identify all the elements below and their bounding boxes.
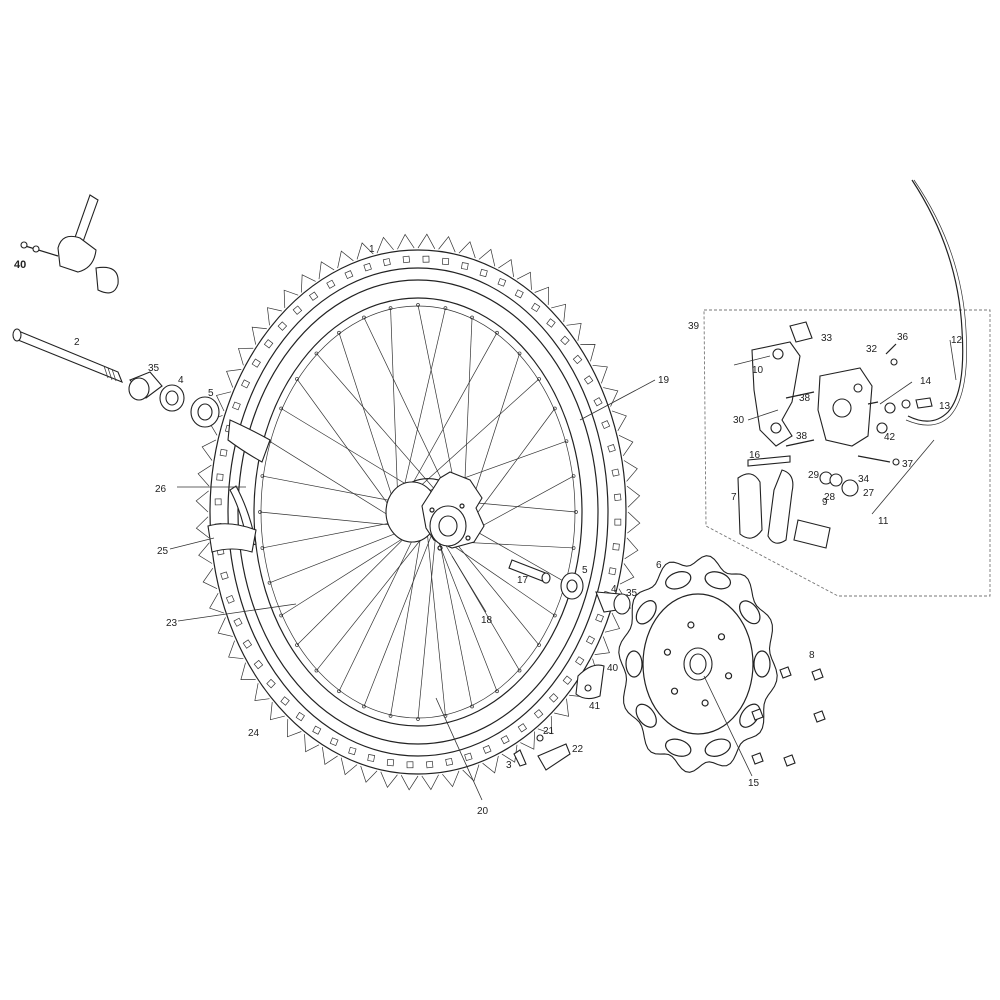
callout-14: 14: [920, 376, 932, 387]
caliper-group-box: [703, 309, 991, 597]
callout-1: 1: [369, 244, 375, 255]
brake-hose-fitting: [915, 397, 933, 409]
callout-15: 15: [748, 778, 760, 789]
axle: [12, 328, 123, 383]
callout-2: 2: [74, 337, 80, 348]
caliper-bracket: [751, 341, 801, 447]
callout-6: 6: [656, 560, 662, 571]
callout-9: 9: [822, 497, 828, 508]
callout-38-upper: 38: [799, 393, 811, 404]
brake-pads: [737, 455, 831, 549]
callout-16: 16: [749, 450, 761, 461]
callout-17: 17: [517, 575, 529, 586]
callout-29: 29: [808, 470, 820, 481]
callout-42: 42: [884, 432, 896, 443]
callout-21: 21: [543, 726, 555, 737]
callout-38-lower: 38: [796, 431, 808, 442]
callout-5-right: 5: [582, 565, 588, 576]
callout-4-right: 4: [611, 584, 617, 595]
valve-stem: [508, 559, 551, 584]
callout-13: 13: [939, 401, 951, 412]
axle-pinch-lever: [20, 194, 119, 294]
callout-19: 19: [658, 375, 670, 386]
callout-7: 7: [731, 492, 737, 503]
callout-33: 33: [821, 333, 833, 344]
callout-12: 12: [951, 335, 963, 346]
seal-left: [159, 384, 185, 412]
callout-30: 30: [733, 415, 745, 426]
hub: [385, 471, 485, 551]
callout-labels: 1 2 3 4 4 5 5 6 7 8 9 10 11 12 13 14 15 …: [14, 244, 963, 817]
callout-41: 41: [589, 701, 601, 712]
callout-4-left: 4: [178, 375, 184, 386]
caliper-bolts: [785, 321, 911, 466]
caliper-body: [817, 367, 873, 447]
callout-22: 22: [572, 744, 584, 755]
brake-disc: [618, 555, 778, 773]
callout-3: 3: [506, 760, 512, 771]
callout-28: 28: [824, 492, 836, 503]
callout-40-lower: 40: [607, 663, 619, 674]
callout-8: 8: [809, 650, 815, 661]
callout-18: 18: [481, 615, 493, 626]
callout-25: 25: [157, 546, 169, 557]
spoke-nipple-parts: [513, 734, 571, 771]
callout-37: 37: [902, 459, 914, 470]
disc-bolts: [751, 666, 826, 767]
callout-20: 20: [477, 806, 489, 817]
callout-36: 36: [897, 332, 909, 343]
callout-11: 11: [878, 516, 889, 527]
piston-seals: [819, 471, 859, 497]
callout-24: 24: [248, 728, 260, 739]
callout-35-right: 35: [626, 588, 638, 599]
callout-39: 39: [688, 321, 700, 332]
callout-34: 34: [858, 474, 870, 485]
bearing-right: [560, 572, 584, 600]
guard-bracket: [575, 664, 605, 700]
callout-27: 27: [863, 488, 875, 499]
leader-lines: [169, 339, 957, 801]
callout-10: 10: [752, 365, 764, 376]
brake-hose: [905, 179, 967, 426]
callout-32: 32: [866, 344, 878, 355]
spacer-left: [128, 371, 163, 401]
spacer-right: [595, 591, 631, 615]
inner-tube: [207, 419, 271, 553]
callout-23: 23: [166, 618, 178, 629]
callout-5-left: 5: [208, 388, 214, 399]
bearing-left: [190, 396, 220, 428]
tire: [195, 233, 641, 791]
tire-treads: [195, 233, 641, 791]
callout-40-upper: 40: [14, 259, 26, 271]
spokes: [258, 303, 578, 721]
callout-35-left: 35: [148, 363, 160, 374]
callout-26: 26: [155, 484, 167, 495]
